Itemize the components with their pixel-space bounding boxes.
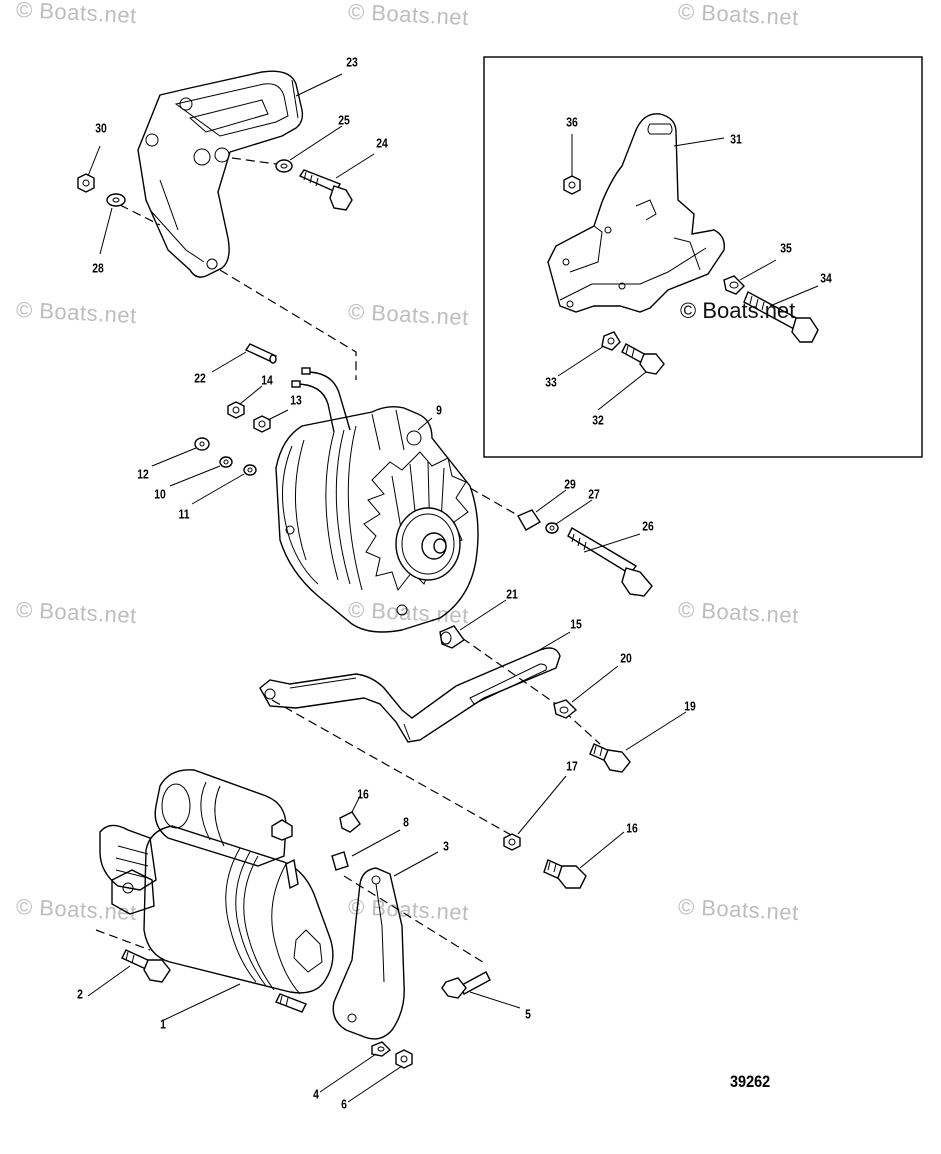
part-label: 1 xyxy=(160,1016,166,1032)
part-label: 27 xyxy=(588,486,600,502)
part-label: 19 xyxy=(684,698,696,714)
inset-frame xyxy=(483,56,923,458)
part-label: 36 xyxy=(566,114,578,130)
part-label: 10 xyxy=(154,486,166,502)
part-label: 34 xyxy=(820,270,832,286)
inset-watermark: © Boats.net xyxy=(680,298,796,323)
part-label: 21 xyxy=(506,586,518,602)
part-label: 17 xyxy=(566,758,578,774)
part-label: 25 xyxy=(338,112,350,128)
part-label: 13 xyxy=(290,392,302,408)
alternator-9 xyxy=(275,405,479,633)
part-label: 35 xyxy=(780,240,792,256)
part-label: 14 xyxy=(261,372,273,388)
part-label: 6 xyxy=(341,1096,347,1112)
part-label: 22 xyxy=(194,370,206,386)
part-label: 2 xyxy=(77,986,83,1002)
part-label: 20 xyxy=(620,650,632,666)
part-label: 16 xyxy=(626,820,638,836)
part-label: 11 xyxy=(178,506,190,522)
part-label: 28 xyxy=(92,260,104,276)
part-label: 4 xyxy=(313,1086,319,1102)
part-label: 31 xyxy=(730,131,742,147)
part-label: 26 xyxy=(642,518,654,534)
part-label: 5 xyxy=(525,1006,531,1022)
part-label: 23 xyxy=(346,54,358,70)
part-label: 24 xyxy=(376,135,388,151)
bracket-31 xyxy=(547,113,725,313)
figure-number: 39262 xyxy=(730,1072,771,1091)
part-label: 32 xyxy=(592,412,604,428)
part-label: 29 xyxy=(564,476,576,492)
part-label: 16 xyxy=(357,786,369,802)
part-label: 3 xyxy=(443,838,449,854)
part-label: 33 xyxy=(545,374,557,390)
part-label: 12 xyxy=(137,466,149,482)
part-label: 30 xyxy=(95,120,107,136)
alternator-bracket-23 xyxy=(137,70,304,278)
part-label: 15 xyxy=(570,616,582,632)
starter-motor-1 xyxy=(99,769,334,1013)
part-label: 9 xyxy=(436,402,442,418)
part-label: 8 xyxy=(403,814,409,830)
